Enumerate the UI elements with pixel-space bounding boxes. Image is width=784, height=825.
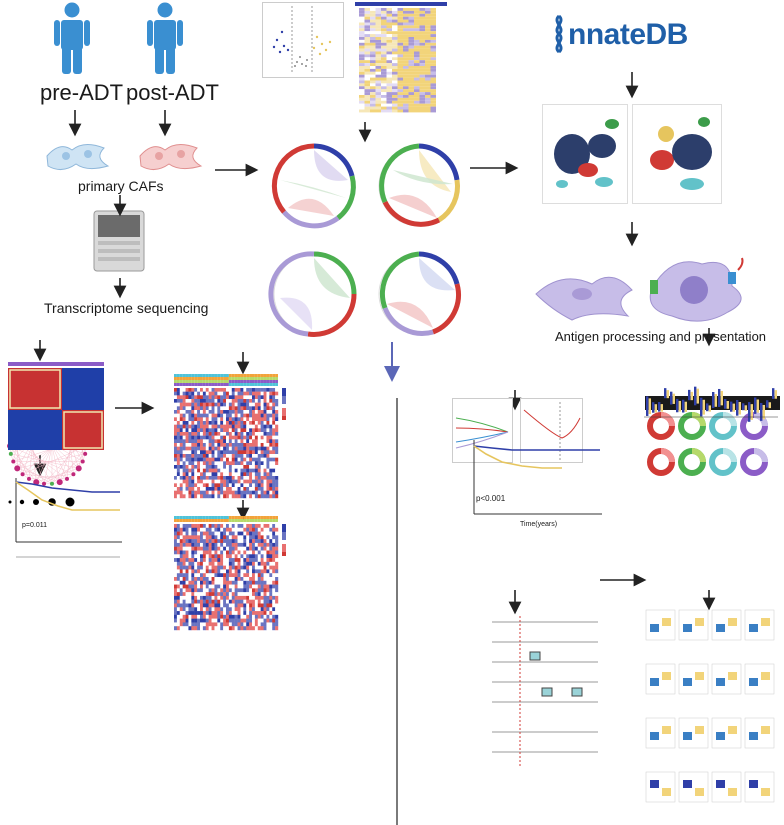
innatedb-logo: nnateDB: [548, 14, 698, 58]
label-pre-adt: pre-ADT: [40, 80, 124, 105]
antigen-presentation-illustration: [535, 257, 744, 322]
km-pvalue-right: p<0.001: [476, 494, 506, 503]
chord-diagram-3: [268, 251, 357, 337]
km-time-label: Time(years): [520, 521, 558, 528]
km-survival-plot-left: [15, 478, 122, 558]
donut-charts: [647, 412, 768, 476]
chord-diagram-4: [378, 251, 461, 336]
caf-cells-red-icon: [139, 144, 203, 170]
boxplot-grid: [645, 609, 775, 803]
umap-plot-2: [632, 104, 722, 204]
heatmap-top: [355, 2, 447, 114]
volcano-plot: [262, 2, 344, 78]
umap-plot-1: [542, 104, 628, 204]
chord-diagram-2: [378, 143, 460, 227]
consensus-matrix: [8, 362, 104, 450]
immune-boxplot-area: [644, 386, 778, 422]
person-icon-pre: [54, 2, 90, 74]
heatmap-mid-3: [160, 514, 300, 632]
caf-cells-blue-icon: [46, 144, 110, 170]
label-post-adt: post-ADT: [126, 80, 219, 105]
label-antigen-processing: Antigen processing and presentation: [555, 329, 767, 344]
km-pvalue-left: p=0.011: [22, 522, 47, 529]
person-icon-post: [147, 2, 183, 74]
sequencer-icon: [93, 210, 145, 272]
km-survival-plot-right: [473, 440, 602, 515]
chord-diagram-1: [271, 143, 356, 229]
label-primary-cafs: primary CAFs: [78, 178, 164, 194]
nomogram: [492, 616, 598, 768]
label-transcriptome-sequencing: Transcriptome sequencing: [44, 300, 209, 316]
heatmap-mid-2: [160, 372, 300, 500]
innatedb-logo-text: nnateDB: [568, 18, 688, 51]
